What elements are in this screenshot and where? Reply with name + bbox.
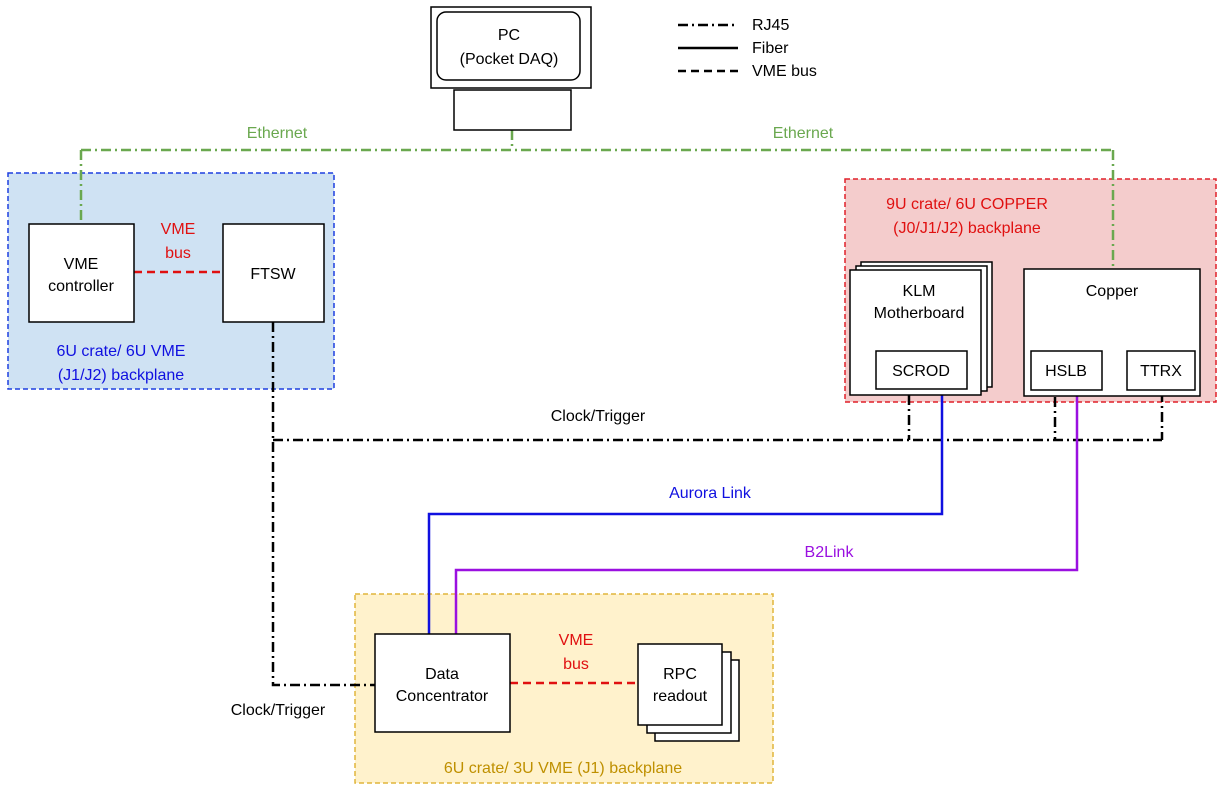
b2link-line xyxy=(454,392,1079,634)
crate-6u-vme-label-2: (J1/J2) backplane xyxy=(58,367,184,384)
scrod-label: SCROD xyxy=(892,363,950,380)
crate-6u-vme-label: 6U crate/ 6U VME xyxy=(57,343,186,360)
copper-label: Copper xyxy=(1086,283,1139,300)
crate-6u-3u-vme-label: 6U crate/ 3U VME (J1) backplane xyxy=(444,760,682,777)
pc-sublabel: (Pocket DAQ) xyxy=(460,51,559,68)
rpc-readout-label: RPC xyxy=(663,666,697,683)
hslb-label: HSLB xyxy=(1045,363,1087,380)
vme-controller-box xyxy=(28,223,135,323)
data-concentrator-box xyxy=(374,633,511,733)
legend-vme-bus-label: VME bus xyxy=(752,63,817,80)
pc-label: PC xyxy=(498,27,520,44)
clock-trigger-label-bottom: Clock/Trigger xyxy=(231,702,326,719)
ttrx-box xyxy=(1126,350,1196,391)
vme-controller-sublabel: controller xyxy=(48,278,114,295)
clock-trigger-lines xyxy=(271,322,1164,687)
vme-bus-label-top-2: bus xyxy=(165,245,191,262)
aurora-link-line xyxy=(427,392,944,634)
crate-9u-copper-label: 9U crate/ 6U COPPER xyxy=(886,196,1048,213)
pc-base xyxy=(453,89,572,131)
vme-bus-label-bottom-2: bus xyxy=(563,656,589,673)
ethernet-lines xyxy=(79,130,1115,269)
rpc-readout-sublabel: readout xyxy=(653,688,708,705)
clock-trigger-label-top: Clock/Trigger xyxy=(551,408,646,425)
ftsw-box xyxy=(222,223,325,323)
legend-rj45-label: RJ45 xyxy=(752,17,789,34)
data-concentrator-sublabel: Concentrator xyxy=(396,688,489,705)
ttrx-label: TTRX xyxy=(1140,363,1182,380)
vme-bus-label-bottom: VME xyxy=(559,632,594,649)
hslb-box xyxy=(1030,350,1103,391)
klm-motherboard-label: KLM xyxy=(903,283,936,300)
aurora-link-label: Aurora Link xyxy=(669,485,752,502)
ftsw-label: FTSW xyxy=(250,266,296,283)
ethernet-label-left: Ethernet xyxy=(247,125,308,142)
vme-controller-label: VME xyxy=(64,256,99,273)
legend-fiber-label: Fiber xyxy=(752,40,789,57)
klm-motherboard-sublabel: Motherboard xyxy=(874,305,965,322)
ethernet-label-right: Ethernet xyxy=(773,125,834,142)
legend: RJ45 Fiber VME bus xyxy=(678,17,817,80)
b2link-label: B2Link xyxy=(805,544,855,561)
vme-bus-label-top: VME xyxy=(161,221,196,238)
pc-screen xyxy=(436,11,581,81)
crate-9u-copper-label-2: (J0/J1/J2) backplane xyxy=(893,220,1041,237)
data-concentrator-label: Data xyxy=(425,666,459,683)
rpc-readout-box xyxy=(637,643,723,726)
scrod-box xyxy=(875,350,968,390)
